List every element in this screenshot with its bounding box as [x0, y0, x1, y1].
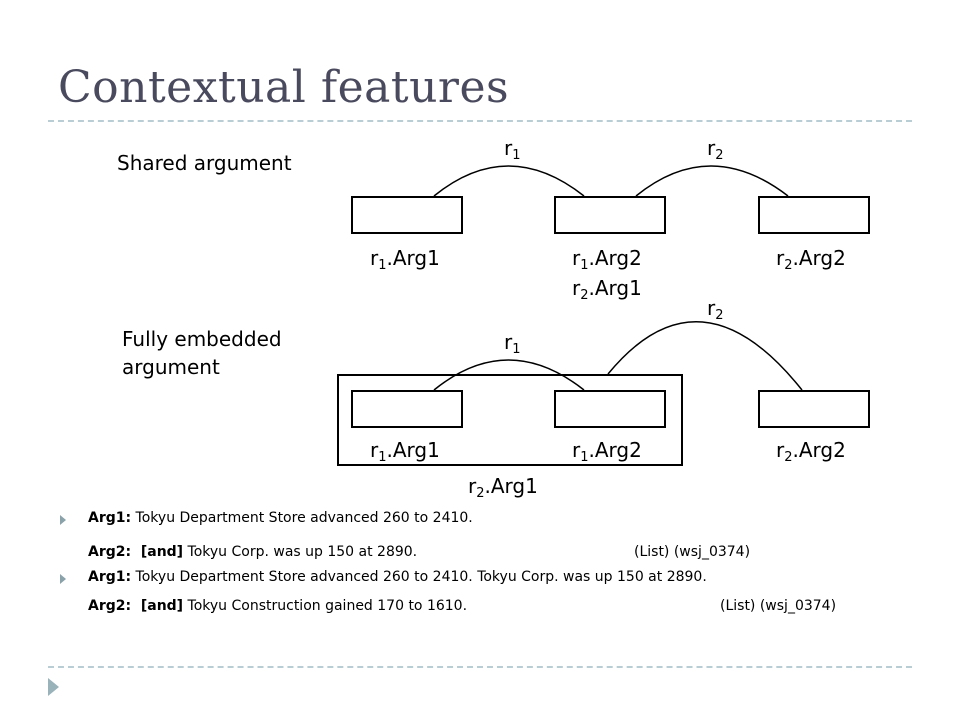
page-title: Contextual features [58, 62, 510, 113]
shared-r2-label: r2 [707, 136, 724, 163]
embedded-node-1 [351, 390, 463, 428]
embedded-node-3 [758, 390, 870, 428]
embedded-arg-1: r1.Arg1 [370, 438, 440, 465]
shared-arg-2b: r2.Arg1 [572, 276, 642, 303]
example-2-meta: (List) (wsj_0374) [720, 598, 837, 614]
arc-embedded-r1 [433, 359, 585, 391]
embedded-argument-label: Fully embedded argument [122, 327, 282, 379]
embedded-arg-3: r2.Arg2 [776, 438, 846, 465]
embedded-arg-2: r1.Arg2 [572, 438, 642, 465]
shared-arg-3: r2.Arg2 [776, 246, 846, 273]
shared-node-3 [758, 196, 870, 234]
arc-embedded-r2 [607, 320, 803, 391]
shared-node-2 [554, 196, 666, 234]
bottom-divider [48, 666, 912, 668]
embedded-r1-label: r1 [504, 330, 521, 357]
example-1-line-2: Arg2: [and] Tokyu Corp. was up 150 at 28… [88, 544, 751, 560]
example-1-meta: (List) (wsj_0374) [634, 544, 751, 560]
shared-arg-2: r1.Arg2 [572, 246, 642, 273]
shared-argument-label: Shared argument [117, 151, 292, 175]
bullet-icon [60, 515, 66, 525]
bullet-icon [60, 574, 66, 584]
top-divider [48, 120, 912, 122]
example-2-line-2: Arg2: [and] Tokyu Construction gained 17… [88, 598, 837, 614]
shared-node-1 [351, 196, 463, 234]
embedded-r2-label: r2 [707, 296, 724, 323]
arc-shared-r1 [433, 165, 585, 197]
example-2-line-1: Arg1: Tokyu Department Store advanced 26… [88, 569, 707, 585]
example-1-line-1: Arg1: Tokyu Department Store advanced 26… [88, 510, 473, 526]
shared-r1-label: r1 [504, 136, 521, 163]
shared-arg-1: r1.Arg1 [370, 246, 440, 273]
embedding-box-label: r2.Arg1 [468, 474, 538, 501]
embedded-node-2 [554, 390, 666, 428]
embedding-box [337, 374, 683, 466]
arc-shared-r2 [635, 165, 789, 197]
next-slide-icon[interactable] [48, 678, 59, 696]
